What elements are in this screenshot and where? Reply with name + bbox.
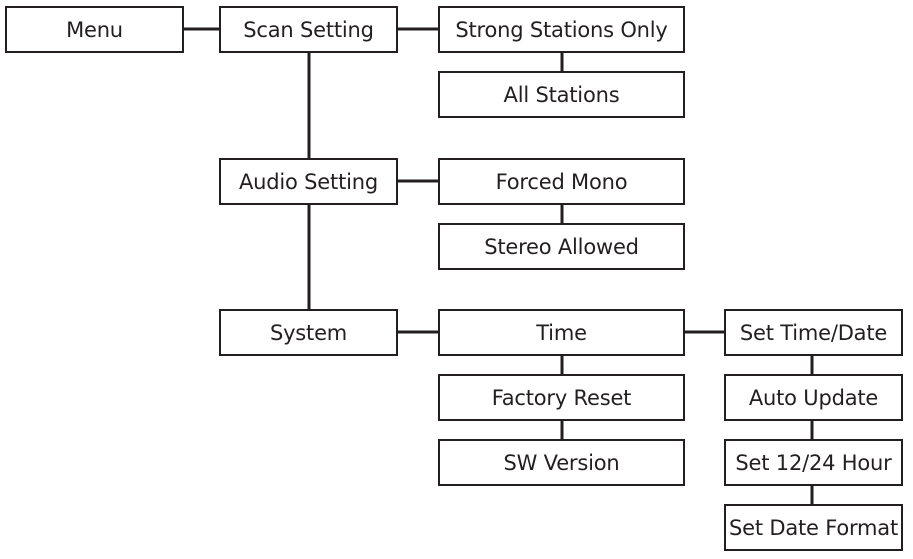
- forced-mono-node: Forced Mono: [438, 158, 685, 205]
- scan-setting-label: Scan Setting: [243, 17, 374, 42]
- stereo-allowed-node: Stereo Allowed: [438, 223, 685, 270]
- set-date-format-node: Set Date Format: [724, 504, 903, 551]
- audio-setting-node: Audio Setting: [219, 158, 398, 205]
- time-label: Time: [536, 320, 587, 345]
- menu-label: Menu: [66, 17, 123, 42]
- all-stations-label: All Stations: [503, 82, 620, 107]
- scan-setting-node: Scan Setting: [219, 6, 398, 53]
- set-12-24-hour-label: Set 12/24 Hour: [735, 450, 892, 475]
- set-time-date-label: Set Time/Date: [739, 320, 888, 345]
- sw-version-label: SW Version: [503, 450, 620, 475]
- sw-version-node: SW Version: [438, 439, 685, 486]
- factory-reset-label: Factory Reset: [491, 385, 632, 410]
- strong-stations-only-node: Strong Stations Only: [438, 6, 685, 53]
- factory-reset-node: Factory Reset: [438, 374, 685, 421]
- time-node: Time: [438, 309, 685, 356]
- menu-node: Menu: [5, 6, 184, 53]
- auto-update-label: Auto Update: [748, 385, 879, 410]
- all-stations-node: All Stations: [438, 71, 685, 118]
- stereo-allowed-label: Stereo Allowed: [484, 234, 639, 259]
- forced-mono-label: Forced Mono: [495, 169, 628, 194]
- system-node: System: [219, 309, 398, 356]
- set-12-24-hour-node: Set 12/24 Hour: [724, 439, 903, 486]
- audio-setting-label: Audio Setting: [239, 169, 378, 194]
- set-date-format-label: Set Date Format: [728, 515, 899, 540]
- auto-update-node: Auto Update: [724, 374, 903, 421]
- system-label: System: [269, 320, 348, 345]
- strong-stations-only-label: Strong Stations Only: [455, 17, 668, 42]
- set-time-date-node: Set Time/Date: [724, 309, 903, 356]
